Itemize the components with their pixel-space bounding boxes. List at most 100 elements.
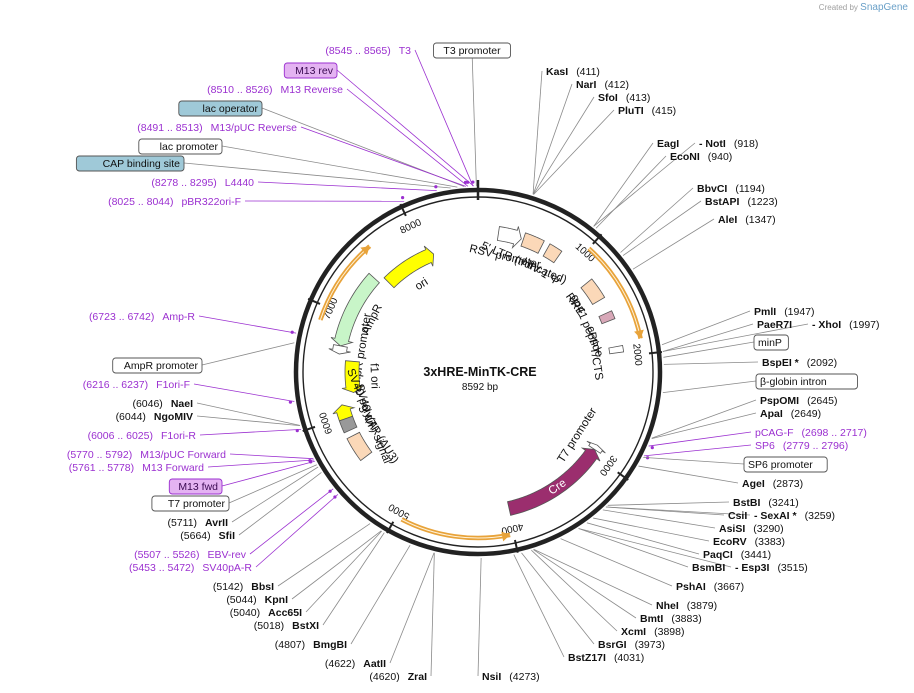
map-label-asisi: AsiSI(3290) bbox=[719, 523, 784, 535]
label-position: (2873) bbox=[773, 478, 803, 490]
label-position: (2779 .. 2796) bbox=[783, 440, 848, 452]
feature-5-ltr-truncated- bbox=[520, 232, 545, 254]
leader-line bbox=[607, 501, 730, 506]
primer-site-marker bbox=[463, 180, 468, 185]
leader-line bbox=[249, 488, 334, 555]
leader-line bbox=[291, 530, 382, 600]
feature-rsv-promoter bbox=[496, 226, 522, 250]
leader-line bbox=[193, 383, 295, 402]
leader-line bbox=[643, 444, 752, 457]
map-label-text: (8025 .. 8044)pBR322ori-F bbox=[108, 196, 241, 208]
leader-line bbox=[662, 323, 754, 352]
map-label-text: PmlI (1947) bbox=[754, 306, 815, 318]
map-label-text: minP bbox=[758, 337, 782, 349]
label-position: (940) bbox=[708, 151, 733, 163]
label-name: T7 promoter bbox=[168, 498, 226, 510]
leader-line bbox=[578, 528, 732, 568]
map-label-text: EagI bbox=[657, 138, 679, 150]
map-label-lac-operator: lac operator bbox=[178, 100, 263, 117]
map-label-text: (6216 .. 6237)F1ori-F bbox=[83, 379, 190, 391]
map-label-sfii: (5664)SfiI bbox=[180, 530, 235, 542]
orf-arrowhead bbox=[501, 531, 511, 542]
leader-line bbox=[533, 549, 653, 606]
map-label-pluti: PluTI(415) bbox=[618, 105, 676, 117]
map-label-text: T3 promoter bbox=[443, 45, 501, 57]
leader-line bbox=[198, 315, 297, 334]
map-label-text: (4807)BmgBI bbox=[275, 639, 347, 651]
label-position: (2092) bbox=[807, 357, 837, 369]
label-position: (5711) bbox=[167, 517, 197, 529]
map-label-pbr322ori-f: (8025 .. 8044)pBR322ori-F bbox=[108, 196, 241, 208]
label-name: M13 Forward bbox=[142, 462, 204, 474]
map-label-text: - Esp3I(3515) bbox=[735, 562, 808, 574]
label-position: (8545 .. 8565) bbox=[325, 45, 390, 57]
map-label-aatii: (4622)AatII bbox=[325, 658, 386, 670]
label-box bbox=[433, 42, 512, 59]
label-name: - Esp3I bbox=[735, 562, 770, 574]
map-label-pshai: PshAI(3667) bbox=[676, 581, 744, 593]
map-label-text: EcoNI(940) bbox=[670, 151, 732, 163]
label-name: BstZ17I bbox=[568, 652, 606, 664]
label-box bbox=[178, 100, 263, 117]
map-label-ampr-promoter: AmpR promoter bbox=[112, 357, 203, 374]
leader-line bbox=[513, 554, 565, 658]
map-label-text: BstBI (3241) bbox=[733, 497, 799, 509]
label-position: (3241) bbox=[768, 497, 798, 509]
map-label-m13-rev: M13 rev bbox=[283, 62, 338, 79]
orf-arc-highlight bbox=[401, 518, 511, 539]
label-name: - NotI bbox=[699, 138, 726, 150]
label-name: T3 bbox=[399, 45, 411, 57]
feature-ampr bbox=[330, 272, 380, 347]
label-position: (918) bbox=[734, 138, 759, 150]
map-label-text: - XhoI(1997) bbox=[812, 319, 880, 331]
label-position: (3879) bbox=[687, 600, 717, 612]
leader-line bbox=[593, 142, 696, 227]
label-name: L4440 bbox=[225, 177, 254, 189]
leader-line bbox=[532, 70, 543, 195]
label-position: (3667) bbox=[714, 581, 744, 593]
leader-line bbox=[560, 538, 673, 587]
leader-line bbox=[632, 218, 715, 270]
map-label-f1ori-f: (6216 .. 6237)F1ori-F bbox=[83, 379, 190, 391]
map-label-bstapi: BstAPI(1223) bbox=[705, 196, 778, 208]
map-label-text: SP6(2779 .. 2796) bbox=[755, 440, 848, 452]
label-position: (1223) bbox=[747, 196, 777, 208]
label-position: (3883) bbox=[671, 613, 701, 625]
map-label--sexai-: - SexAI *(3259) bbox=[754, 510, 835, 522]
map-label-eagi: EagI bbox=[657, 138, 679, 150]
map-label-text: BmtI(3883) bbox=[640, 613, 702, 625]
map-label-text: (6723 .. 6742)Amp-R bbox=[89, 311, 195, 323]
map-label-text: (5711)AvrII bbox=[167, 517, 228, 529]
map-label-pspomi: PspOMI(2645) bbox=[760, 395, 837, 407]
map-label-paqci: PaqCI(3441) bbox=[703, 549, 771, 561]
feature-sv40-poly-a-signal bbox=[338, 415, 358, 434]
map-label-avrii: (5711)AvrII bbox=[167, 517, 228, 529]
leader-line bbox=[257, 181, 437, 192]
label-name: BstBI bbox=[733, 497, 761, 509]
leader-line bbox=[238, 472, 322, 536]
label-name: PmlI bbox=[754, 306, 776, 318]
map-label-nari: NarI(412) bbox=[576, 79, 629, 91]
label-position: (415) bbox=[652, 105, 677, 117]
leader-line bbox=[638, 465, 739, 484]
map-label-kpni: (5044)KpnI bbox=[226, 594, 288, 606]
map-label-t7-promoter: T7 promoter bbox=[151, 495, 230, 512]
map-label-text: (5664)SfiI bbox=[180, 530, 235, 542]
map-label-text: NheI(3879) bbox=[656, 600, 717, 612]
label-position: (8025 .. 8044) bbox=[108, 196, 173, 208]
label-name: F1ori-R bbox=[161, 430, 196, 442]
tick-label: 8000 bbox=[399, 217, 424, 237]
map-label-nsii: NsiI(4273) bbox=[482, 671, 540, 683]
map-label-text: (5142)BbsI bbox=[213, 581, 274, 593]
primer-site-marker bbox=[471, 180, 475, 184]
map-label-bstbi: BstBI (3241) bbox=[733, 497, 799, 509]
label-name: BstXI bbox=[292, 620, 319, 632]
map-label-t3-promoter: T3 promoter bbox=[433, 42, 512, 59]
label-position: (4031) bbox=[614, 652, 644, 664]
label-name: lac promoter bbox=[160, 141, 219, 153]
leader-line bbox=[350, 544, 411, 645]
leader-line bbox=[255, 494, 339, 568]
label-box bbox=[75, 155, 185, 172]
label-box bbox=[168, 478, 223, 495]
label-position: (1947) bbox=[784, 306, 814, 318]
